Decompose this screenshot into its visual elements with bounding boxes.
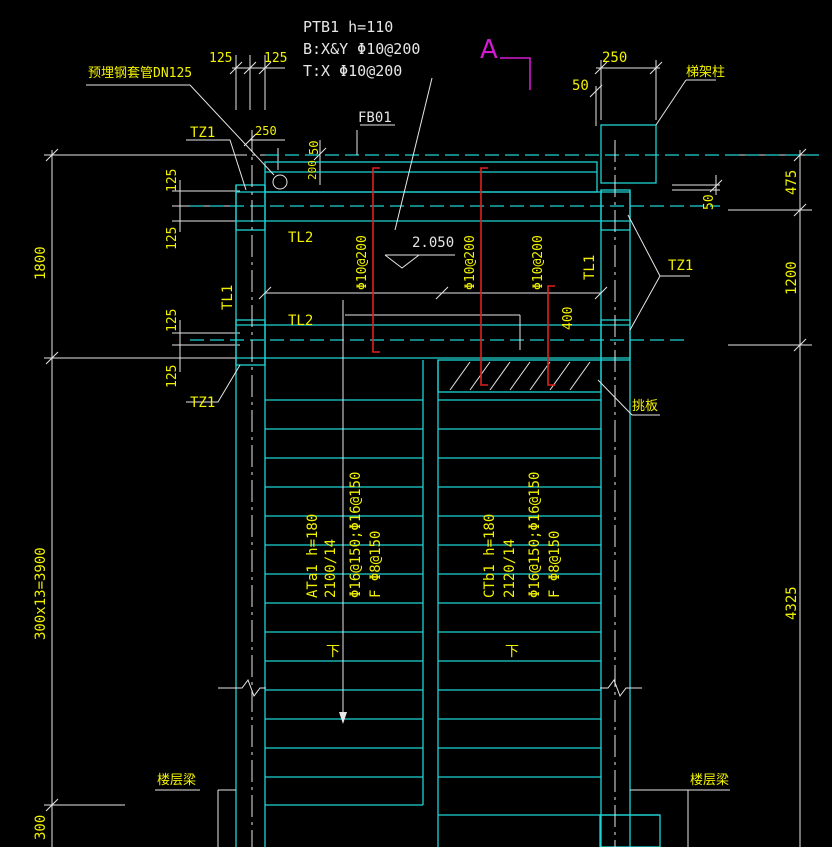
rebar-lines xyxy=(372,167,555,386)
dim-125-a: 125 xyxy=(209,51,232,66)
dim-4325: 4325 xyxy=(784,586,800,620)
tl2-upper: TL2 xyxy=(288,230,313,246)
dim-125-l1: 125 xyxy=(165,169,180,192)
hatch-pattern xyxy=(449,361,591,391)
slab-note-line1: PTB1 h=110 xyxy=(303,18,393,36)
slab-note-line2: B:X&Y Φ10@200 xyxy=(303,40,420,58)
left-dimension-chain xyxy=(44,148,240,847)
top-dimensions xyxy=(229,55,663,185)
tz1-top-left: TZ1 xyxy=(190,125,215,141)
rebar-label-1: Φ10@200 xyxy=(355,235,370,290)
dim-475: 475 xyxy=(784,170,800,195)
flight-a-dist: F Φ8@150 xyxy=(368,531,384,598)
dim-200: 200 xyxy=(306,160,319,180)
dim-250-top: 250 xyxy=(602,50,627,66)
level-mark: 2.050 xyxy=(412,235,454,251)
tz1-right: TZ1 xyxy=(668,258,693,274)
stair-treads xyxy=(265,399,601,778)
leader-lines xyxy=(86,77,730,791)
floor-beam-right: 楼层梁 xyxy=(690,773,729,788)
sleeve-label: 预埋钢套管DN125 xyxy=(88,65,192,81)
dim-50-right: 50 xyxy=(702,194,717,210)
flight-c-size: 2120/14 xyxy=(502,539,518,598)
rebar-label-3: Φ10@200 xyxy=(531,235,546,290)
right-dimension-chain xyxy=(672,148,812,847)
dim-3900: 300x13=3900 xyxy=(33,547,49,640)
dim-125-l2: 125 xyxy=(165,227,180,250)
dim-50-small: 50 xyxy=(307,141,321,155)
dim-125-l4: 125 xyxy=(165,365,180,388)
axis-lines xyxy=(50,130,720,847)
board-label: 挑板 xyxy=(632,399,658,414)
tl2-lower: TL2 xyxy=(288,313,313,329)
flight-c-name: CTb1 h=180 xyxy=(482,514,498,598)
dim-125-l3: 125 xyxy=(165,309,180,332)
dim-300: 300 xyxy=(33,815,49,840)
down-label-c: 下 xyxy=(505,644,519,660)
flight-a-rebar: Φ16@150;Φ16@150 xyxy=(348,472,364,598)
dim-250-left: 250 xyxy=(255,124,277,138)
rebar-label-2: Φ10@200 xyxy=(463,235,478,290)
section-cut-line xyxy=(500,57,531,90)
structure-outline xyxy=(190,124,820,847)
slab-note-line3: T:X Φ10@200 xyxy=(303,62,402,80)
dim-400: 400 xyxy=(561,307,576,330)
tz1-bottom-left: TZ1 xyxy=(190,395,215,411)
fb-label: FB01 xyxy=(358,110,392,126)
tl1-left: TL1 xyxy=(220,285,236,310)
dim-1800: 1800 xyxy=(33,246,49,280)
dim-125-b: 125 xyxy=(264,51,287,66)
sleeve-circle xyxy=(272,174,288,190)
tl1-right: TL1 xyxy=(582,255,598,280)
flight-a-size: 2100/14 xyxy=(323,539,339,598)
flight-c-dist: F Φ8@150 xyxy=(547,531,563,598)
dim-1200: 1200 xyxy=(784,261,800,295)
section-mark: A xyxy=(480,35,498,65)
column-label: 梯架柱 xyxy=(686,65,725,80)
flight-c-rebar: Φ16@150;Φ16@150 xyxy=(527,472,543,598)
flight-a-name: ATa1 h=180 xyxy=(305,514,321,598)
floor-beam-left: 楼层梁 xyxy=(157,773,196,788)
dim-50-top: 50 xyxy=(572,78,589,94)
down-label-a: 下 xyxy=(326,644,340,660)
